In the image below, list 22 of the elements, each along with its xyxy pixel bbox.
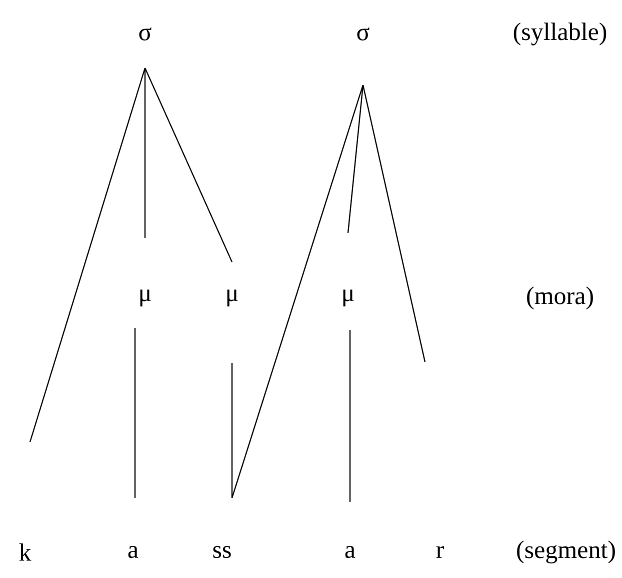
syllable-symbol: σ xyxy=(357,27,370,41)
tree-line xyxy=(362,84,426,362)
mora-symbol: μ xyxy=(140,290,151,306)
segment-letter: a xyxy=(128,546,138,558)
tree-line xyxy=(29,68,146,442)
tier-label: (syllable) xyxy=(514,22,606,46)
segment-letter: a xyxy=(345,546,356,558)
tree-line xyxy=(144,68,146,238)
tree-line xyxy=(349,330,351,502)
tier-label: (mora) xyxy=(527,286,593,310)
tree-line xyxy=(231,84,364,498)
segment-letter: k xyxy=(19,543,32,561)
syllable-symbol: σ xyxy=(139,27,152,41)
segment-letter: r xyxy=(436,546,444,558)
tree-line xyxy=(347,84,364,234)
mora-symbol: μ xyxy=(343,290,354,306)
mora-symbol: μ xyxy=(227,290,238,306)
tree-line xyxy=(231,363,233,498)
tree-line xyxy=(144,68,233,262)
tier-label: (segment) xyxy=(517,540,615,564)
tree-line xyxy=(134,328,136,498)
segment-letter: ss xyxy=(213,546,231,558)
